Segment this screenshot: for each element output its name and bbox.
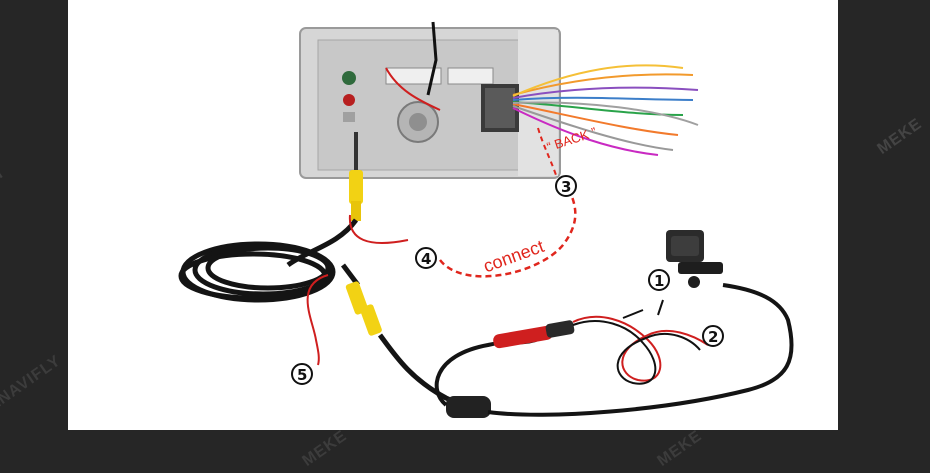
head-unit (299, 21, 561, 179)
power-connector (493, 320, 575, 349)
red-wire-4 (348, 214, 409, 244)
connect-dash-line (439, 191, 577, 278)
watermark-right-top: MEKE (874, 115, 926, 158)
rear-camera (666, 230, 723, 288)
marker-3: 3 (555, 175, 577, 197)
watermark-left-bottom: &NAVIFLY (0, 352, 65, 416)
svg-text:3: 3 (561, 178, 571, 196)
svg-text:1: 1 (654, 272, 664, 290)
camera-cable (487, 283, 794, 417)
wiring-illustration: “ BACK ” connect 1 2 3 4 5 (178, 21, 794, 418)
wiring-harness (512, 64, 699, 156)
black-cable-coil (178, 241, 336, 303)
marker-4: 4 (415, 247, 437, 269)
rca-cable-lower (341, 263, 491, 418)
red-wire-5 (306, 274, 329, 366)
watermark-left-top: Y (0, 163, 10, 184)
svg-text:4: 4 (421, 250, 431, 268)
twisted-power-wire (572, 299, 709, 385)
marker-1: 1 (648, 269, 670, 291)
connect-label: connect (481, 236, 547, 276)
power-cable (434, 338, 537, 407)
svg-text:5: 5 (297, 366, 307, 384)
marker-5: 5 (291, 363, 313, 385)
watermark-bottom-center: MEKE (299, 427, 351, 470)
marker-2: 2 (702, 325, 724, 347)
wiring-photo: “ BACK ” connect 1 2 3 4 5 (68, 0, 838, 430)
back-dash-line (537, 127, 557, 176)
watermark-bottom-right: MEKE (654, 427, 706, 470)
svg-text:2: 2 (708, 328, 718, 346)
